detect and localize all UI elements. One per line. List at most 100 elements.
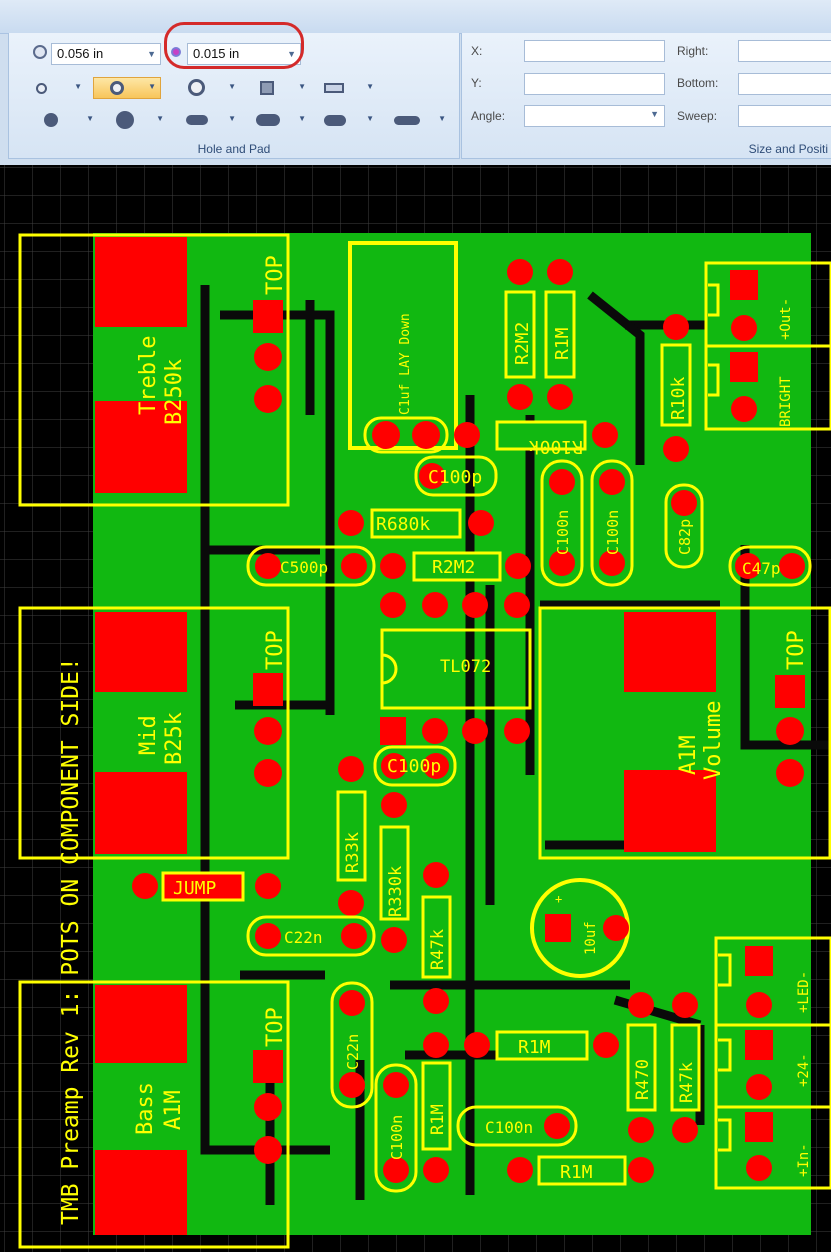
y-field[interactable]: [524, 73, 665, 95]
chevron-down-icon[interactable]: ▼: [366, 82, 374, 91]
chevron-down-icon[interactable]: ▼: [74, 82, 82, 91]
component-c47p: C47p: [728, 545, 812, 587]
pot-treble-name: Treble: [136, 336, 161, 415]
pot-volume-name: Volume: [701, 701, 726, 780]
hole-diameter-combo[interactable]: 0.015 in ▼: [187, 43, 301, 65]
connector-led-label: +LED-: [796, 971, 812, 1013]
oval-pad-medium-icon: [324, 115, 346, 126]
component-r680k: R680k: [338, 508, 494, 539]
round-pad-large-button[interactable]: ▼: [105, 109, 169, 131]
component-c22n-1: C22n: [246, 915, 376, 957]
chevron-down-icon[interactable]: ▼: [156, 114, 164, 123]
r1m-mid-label: R1M: [518, 1037, 551, 1058]
round-pad-small-hole-button[interactable]: ▼: [35, 109, 99, 131]
jump-label: JUMP: [173, 878, 217, 899]
oval-pad-small-button[interactable]: ▼: [177, 109, 241, 131]
chevron-down-icon[interactable]: ▼: [298, 82, 306, 91]
pot-mid-value: B25k: [162, 712, 187, 765]
r470-label: R470: [633, 1059, 653, 1100]
component-c500p: C500p: [246, 545, 376, 587]
sweep-field[interactable]: [738, 105, 831, 127]
hole-diameter-value: 0.015 in: [193, 46, 240, 61]
x-field[interactable]: [524, 40, 665, 62]
pad-diameter-combo[interactable]: 0.056 in ▼: [51, 43, 161, 65]
angle-field[interactable]: ▼: [524, 105, 665, 127]
connector-out-label: +Out-: [778, 298, 794, 340]
oval-pad-icon: [256, 114, 280, 126]
pot-mid: Mid B25k TOP: [18, 606, 290, 860]
angle-label: Angle:: [471, 109, 506, 123]
pot-volume-top: TOP: [784, 630, 809, 670]
round-pad-large-icon: [116, 111, 134, 129]
resistors-top: R2M2 R1M: [504, 259, 576, 410]
component-c22n-2: C22n: [330, 981, 374, 1109]
oval-pad-long-button[interactable]: ▼: [385, 109, 451, 131]
component-c100n-3: C100n: [374, 1063, 418, 1193]
component-r33k: R33k: [336, 756, 367, 916]
oval-pad-small-icon: [186, 115, 208, 125]
c100n-2-label: C100n: [604, 510, 622, 555]
y-label: Y:: [471, 76, 482, 90]
chevron-down-icon[interactable]: ▼: [650, 109, 659, 119]
pot-bass-top: TOP: [263, 1007, 288, 1047]
component-c100n-4: C100n: [456, 1105, 578, 1147]
component-r100k: R100k: [454, 420, 618, 457]
small-round-pad-button[interactable]: ▼: [23, 77, 87, 99]
chevron-down-icon[interactable]: ▼: [228, 82, 236, 91]
pot-treble-top: TOP: [263, 255, 288, 295]
r1m-low-label: R1M: [428, 1104, 448, 1135]
bottom-label: Bottom:: [677, 76, 719, 90]
c100n-4-label: C100n: [485, 1118, 533, 1137]
hole-and-pad-group: 0.056 in ▼ 0.015 in ▼ ▼ ▼ ▼ ▼ ▼: [8, 33, 460, 159]
c100p-1-label: C100p: [428, 467, 482, 488]
component-c1uf: C1uf LAY Down: [348, 241, 458, 454]
hole-and-pad-label: Hole and Pad: [197, 142, 271, 156]
large-round-pad-button[interactable]: ▼: [173, 77, 241, 99]
component-r47k-1: R47k: [421, 862, 452, 1014]
chevron-down-icon[interactable]: ▼: [438, 114, 446, 123]
size-and-position-group: X: Y: Angle: ▼ Right: Bottom: Sweep: Siz…: [461, 33, 831, 159]
component-r1m-mid: R1M: [423, 1030, 619, 1061]
chevron-down-icon[interactable]: ▼: [147, 49, 156, 59]
square-pad-icon: [260, 81, 274, 95]
connector-led-power-in: +LED- +24- +In-: [714, 936, 831, 1190]
bottom-field[interactable]: [738, 73, 831, 95]
oval-pad-button[interactable]: ▼: [247, 109, 311, 131]
tl072-label: TL072: [440, 657, 491, 677]
r330k-label: R330k: [386, 866, 406, 917]
connector-bright-label: BRIGHT: [778, 376, 794, 427]
hole-size-highlight-circle: [164, 22, 304, 69]
chevron-down-icon[interactable]: ▼: [86, 114, 94, 123]
pot-treble: Treble B250k TOP: [18, 233, 290, 507]
sweep-label: Sweep:: [677, 109, 718, 123]
right-field[interactable]: [738, 40, 831, 62]
oval-pad-medium-button[interactable]: ▼: [315, 109, 379, 131]
square-pad-button[interactable]: ▼: [249, 77, 311, 99]
pot-bass: Bass A1M TOP: [18, 980, 290, 1249]
rect-pad-button[interactable]: ▼: [315, 77, 379, 99]
round-pad-button[interactable]: ▼: [93, 77, 161, 99]
rect-pad-icon: [324, 83, 344, 93]
component-r1m-bottom: R1M: [507, 1155, 654, 1186]
chevron-down-icon[interactable]: ▼: [298, 114, 306, 123]
round-pad-small-hole-icon: [44, 113, 58, 127]
component-r1m-low: R1M: [421, 1061, 452, 1183]
r33k-label: R33k: [343, 832, 363, 873]
pcb-canvas[interactable]: Treble B250k TOP Mid B25k TOP Bass A1M T…: [0, 165, 831, 1252]
chevron-down-icon[interactable]: ▼: [228, 114, 236, 123]
chevron-down-icon[interactable]: ▼: [148, 82, 156, 91]
c1uf-label: C1uf LAY Down: [398, 313, 413, 415]
c22n-2-label: C22n: [344, 1034, 362, 1070]
chevron-down-icon[interactable]: ▼: [366, 114, 374, 123]
capacitors-c100n-pair: C100n C100n: [540, 459, 634, 587]
small-round-pad-icon: [36, 83, 47, 94]
component-c82p: C82p: [664, 483, 704, 569]
component-jump: JUMP: [132, 871, 281, 902]
pad-diameter-value: 0.056 in: [57, 46, 104, 61]
resistors-r470-r47k: R470 R47k: [626, 992, 701, 1143]
svg-text:Treble: Treble: [136, 336, 161, 415]
large-round-pad-icon: [188, 79, 205, 96]
x-label: X:: [471, 44, 483, 58]
c100p-2-label: C100p: [387, 756, 441, 777]
right-label: Right:: [677, 44, 709, 58]
